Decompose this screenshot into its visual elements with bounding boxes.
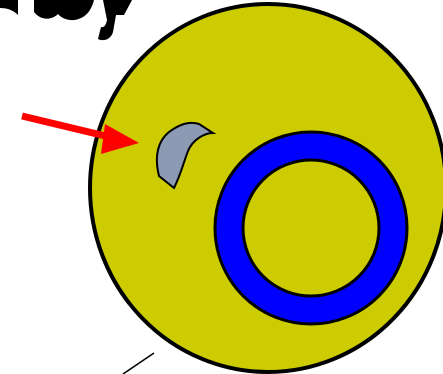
black-diagonal-line (123, 353, 154, 374)
cropped-title-fragments (0, 0, 132, 40)
cell-diagram (22, 4, 443, 374)
cropped-title-top-right (98, 0, 132, 40)
blue-ring-organelle (215, 132, 407, 324)
cropped-title-top-left (0, 0, 18, 15)
cropped-title-top-middle (34, 0, 94, 20)
blue-ring-inner (243, 160, 379, 296)
